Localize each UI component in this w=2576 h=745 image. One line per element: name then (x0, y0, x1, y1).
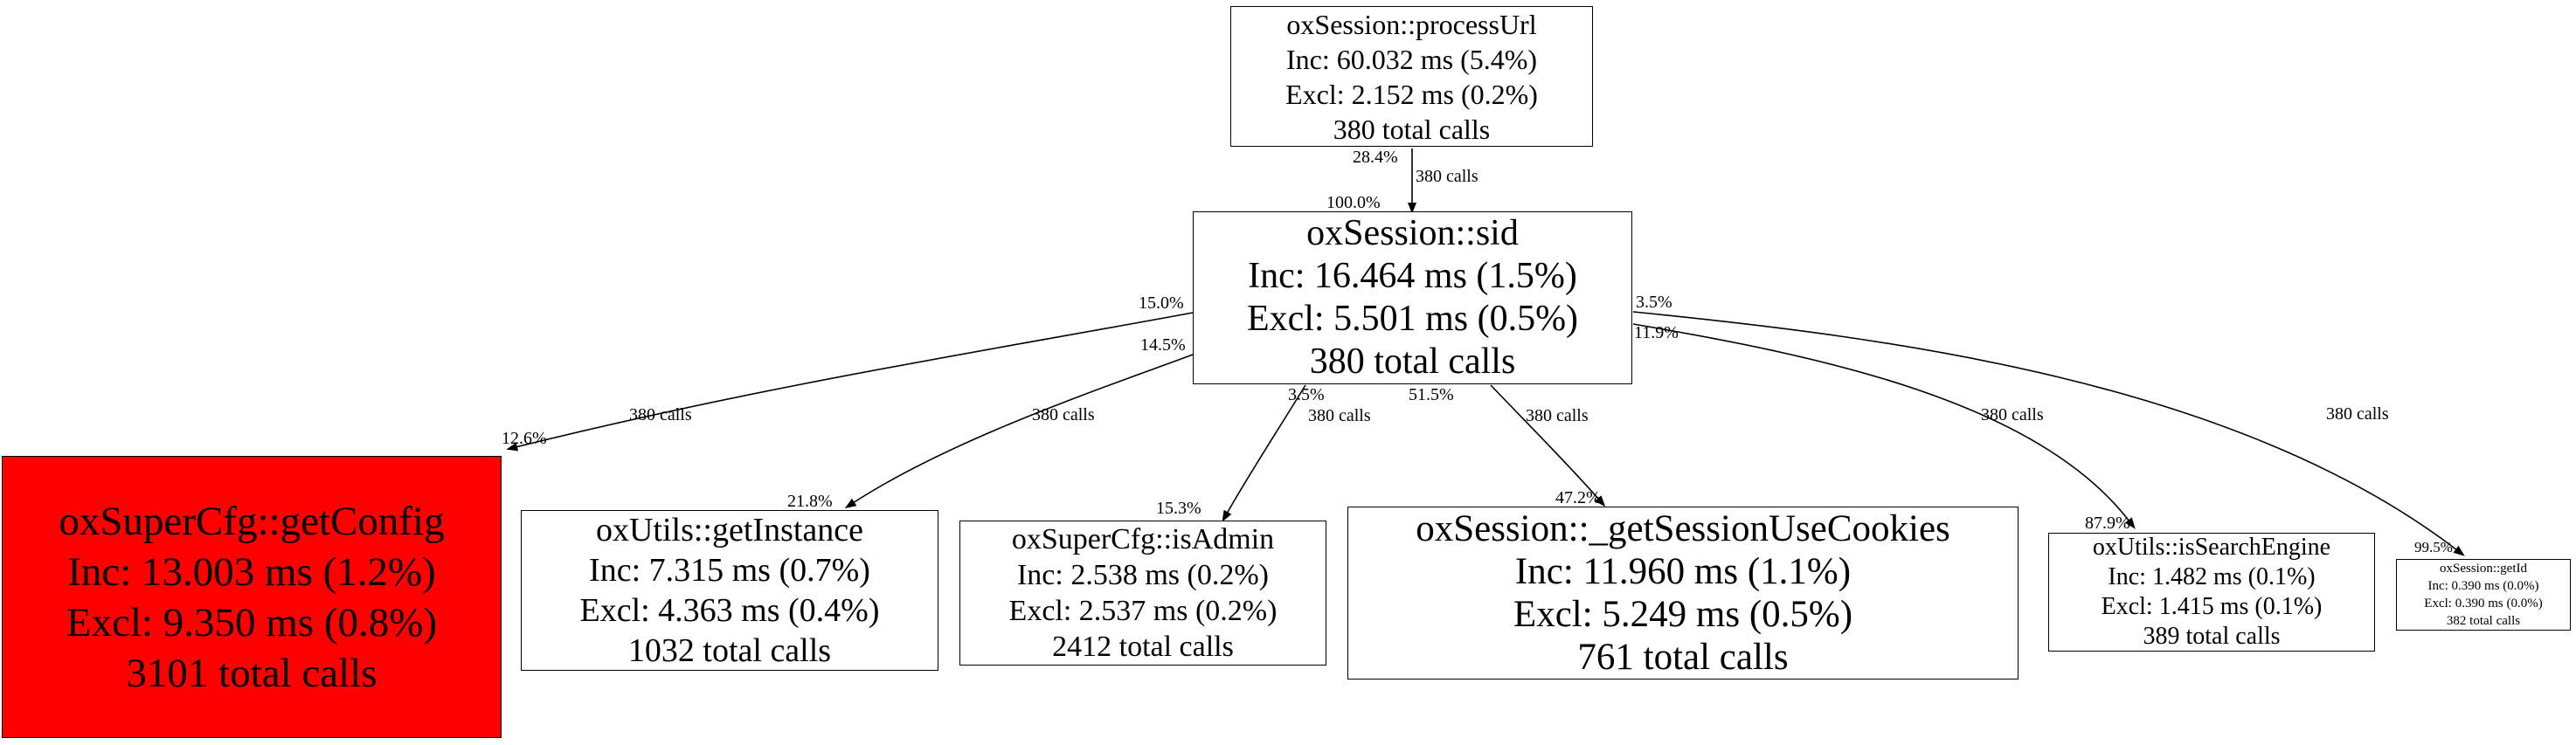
node-inclusive-time: Inc: 60.032 ms (5.4%) (1285, 43, 1538, 75)
edge-label: 47.2% (1555, 488, 1601, 507)
edge-label: 380 calls (1416, 167, 1478, 186)
node-call-count: 382 total calls (2446, 614, 2521, 628)
node-inclusive-time: Inc: 2.538 ms (0.2%) (1016, 559, 1269, 591)
node-call-count: 761 total calls (1577, 637, 1789, 678)
edge-oxsession-sid-to-oxsession-getid (1632, 311, 2465, 556)
edge-oxsession-sid-to-oxsupercfg-getconfig (506, 312, 1194, 452)
edge-label: 51.5% (1409, 385, 1454, 404)
edge-label: 3.5% (1288, 385, 1325, 404)
node-call-count: 2412 total calls (1052, 631, 1234, 663)
edge-oxsession-sid-to-oxutils-getinstance (844, 354, 1194, 508)
node-call-count: 3101 total calls (126, 650, 377, 696)
node-call-count: 1032 total calls (627, 632, 832, 669)
edge-label: 28.4% (1353, 148, 1398, 167)
edge-label: 380 calls (629, 405, 692, 424)
edge-label: 14.5% (1140, 335, 1186, 355)
node-inclusive-time: Inc: 16.464 ms (1.5%) (1248, 256, 1577, 296)
node-exclusive-time: Excl: 5.501 ms (0.5%) (1246, 299, 1579, 339)
edge-oxsession-sid-to-oxsupercfg-isadmin (1222, 384, 1306, 522)
node-inclusive-time: Inc: 7.315 ms (0.7%) (589, 552, 870, 589)
node-title: oxSession::getId (2440, 562, 2527, 576)
edge-label: 87.9% (2085, 514, 2130, 533)
edge-oxsession-sid-to-oxutils-issearchengine (1632, 323, 2136, 529)
edge-label: 380 calls (1526, 406, 1589, 425)
node-exclusive-time: Excl: 1.415 ms (0.1%) (2101, 593, 2323, 620)
node-title: oxSession::processUrl (1286, 8, 1537, 40)
node-inclusive-time: Inc: 13.003 ms (1.2%) (67, 548, 436, 595)
node-exclusive-time: Excl: 9.350 ms (0.8%) (66, 599, 438, 645)
edge-label: 100.0% (1326, 193, 1381, 212)
node-exclusive-time: Excl: 0.390 ms (0.0%) (2424, 597, 2543, 610)
edge-label: 12.6% (502, 429, 547, 448)
edge-label: 3.5% (1636, 293, 1672, 312)
node-title: oxUtils::getInstance (595, 512, 864, 548)
edge-label: 11.9% (1634, 323, 1679, 342)
node-exclusive-time: Excl: 2.537 ms (0.2%) (1008, 595, 1278, 627)
node-exclusive-time: Excl: 2.152 ms (0.2%) (1285, 78, 1538, 110)
node-inclusive-time: Inc: 1.482 ms (0.1%) (2108, 563, 2316, 590)
edge-label: 380 calls (1032, 405, 1095, 424)
node-call-count: 380 total calls (1333, 113, 1491, 145)
node-call-count: 380 total calls (1309, 341, 1516, 382)
node-title: oxSuperCfg::isAdmin (1011, 523, 1275, 555)
node-title: oxSuperCfg::getConfig (59, 498, 445, 544)
node-inclusive-time: Inc: 0.390 ms (0.0%) (2427, 579, 2539, 593)
edge-label: 15.3% (1156, 499, 1201, 518)
node-call-count: 389 total calls (2143, 623, 2281, 650)
edge-oxsession-sid-to-oxsession-getsessionusecookies (1490, 384, 1606, 507)
node-exclusive-time: Excl: 5.249 ms (0.5%) (1513, 594, 1853, 635)
node-exclusive-time: Excl: 4.363 ms (0.4%) (579, 592, 880, 629)
edge-label: 380 calls (2326, 404, 2389, 424)
node-inclusive-time: Inc: 11.960 ms (1.1%) (1514, 551, 1852, 592)
edge-label: 380 calls (1981, 405, 2044, 424)
node-title: oxSession::sid (1306, 213, 1519, 253)
node-title: oxUtils::isSearchEngine (2092, 534, 2331, 561)
node-title: oxSession::_getSessionUseCookies (1416, 508, 1950, 549)
edge-label: 380 calls (1308, 406, 1371, 425)
edge-label: 15.0% (1139, 293, 1184, 313)
edge-label: 99.5% (2414, 539, 2453, 555)
edge-label: 21.8% (787, 492, 833, 511)
